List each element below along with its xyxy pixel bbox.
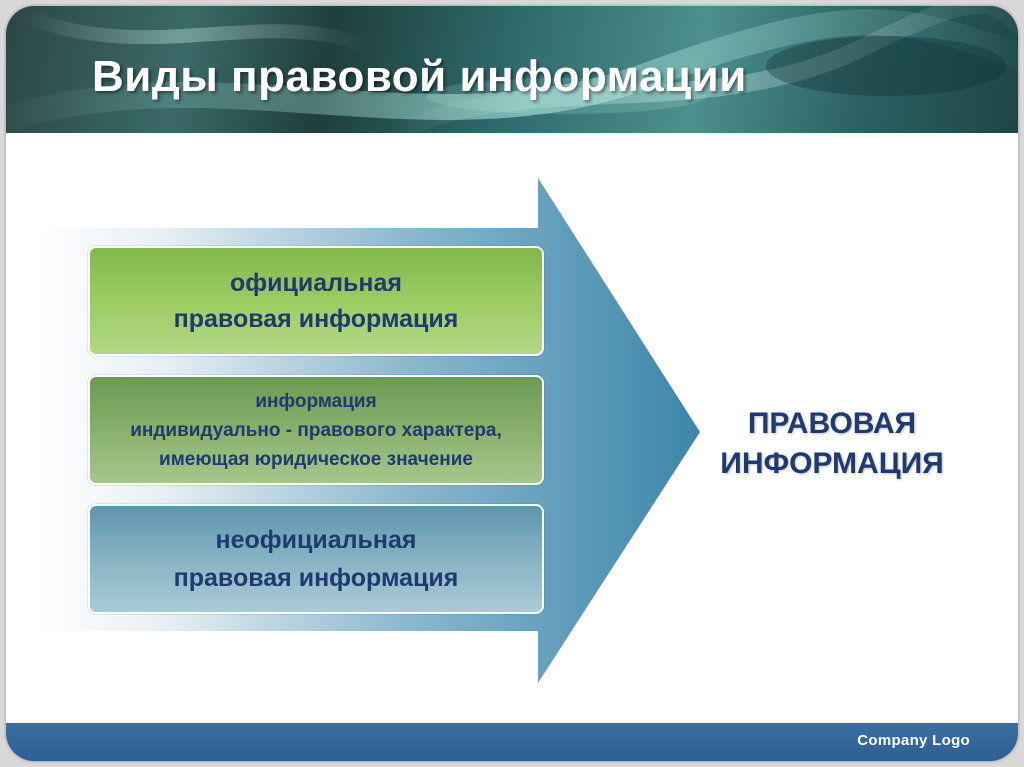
box-official-line-2: правовая информация [173,305,459,333]
slide: Виды правовой информации официальная пра… [6,6,1018,761]
result-legal-information: ПРАВОВАЯ ИНФОРМАЦИЯ [682,404,982,484]
box-individual-line-3: имеющая юридическое значение [159,448,473,470]
header-banner: Виды правовой информации [6,6,1018,133]
box-unofficial-line-2: правовая информация [173,564,459,592]
box-individual-line-2: индивидуально - правового характера, [130,419,502,441]
box-official-line-1: официальная [230,269,402,297]
box-unofficial-line-1: неофициальная [215,526,417,554]
box-official-legal-information: официальная правовая информация [88,246,544,356]
box-individual-legal-information: информация индивидуально - правового хар… [88,375,544,485]
result-line-1: ПРАВОВАЯ [747,407,917,440]
result-line-2: ИНФОРМАЦИЯ [720,447,944,480]
footer-bar: Company Logo [6,723,1018,761]
company-logo: Company Logo [857,732,970,749]
box-unofficial-legal-information: неофициальная правовая информация [88,504,544,614]
slide-title: Виды правовой информации [92,52,747,101]
box-individual-line-1: информация [255,390,377,412]
header-decoration [6,6,1018,133]
